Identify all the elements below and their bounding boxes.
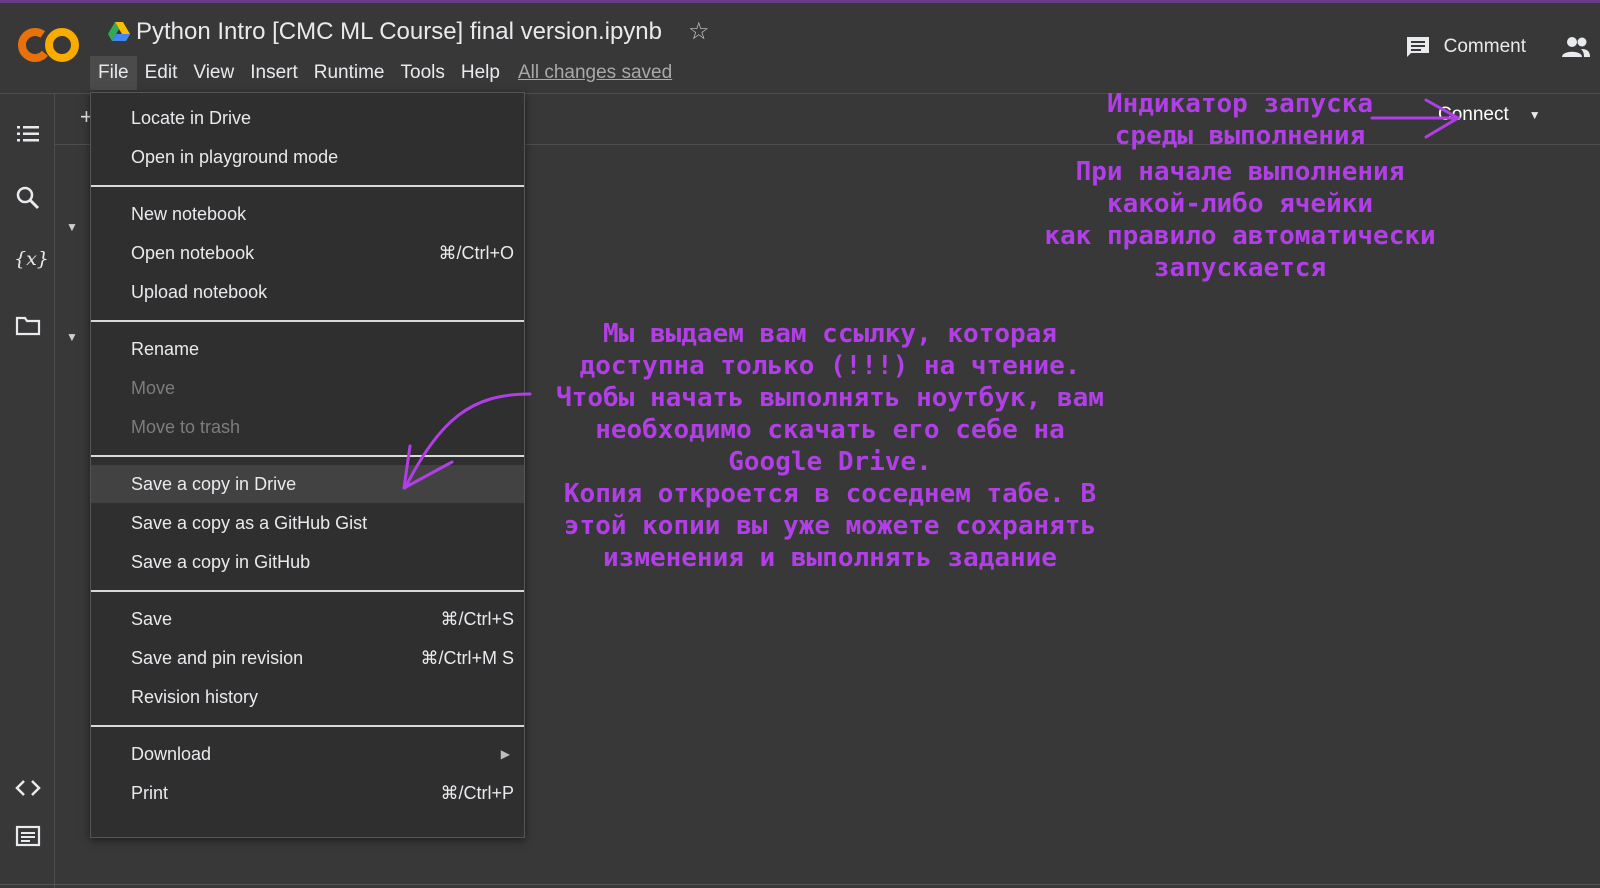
chevron-down-icon[interactable]: ▼ [1528, 108, 1541, 122]
menu-item-label: Move to trash [131, 416, 241, 437]
menu-separator [91, 320, 524, 322]
table-of-contents-icon[interactable] [15, 121, 41, 147]
submenu-arrow-icon: ▶ [500, 747, 510, 761]
menu-separator [91, 725, 524, 727]
menu-item-save-copy-gist[interactable]: Save a copy as a GitHub Gist [91, 504, 524, 542]
menu-item-download[interactable]: Download ▶ [91, 735, 524, 773]
search-icon[interactable] [15, 185, 41, 211]
menu-item-label: Open notebook [131, 242, 255, 263]
menu-item-revision-history[interactable]: Revision history [91, 678, 524, 716]
menu-item-shortcut: ⌘/Ctrl+M S [420, 647, 514, 668]
terminal-icon[interactable] [15, 823, 41, 849]
menu-item-upload-notebook[interactable]: Upload notebook [91, 273, 524, 311]
annotation-read-only-note: Мы выдаем вам ссылку, которая доступна т… [556, 319, 1104, 573]
menu-insert[interactable]: Insert [250, 62, 298, 83]
menu-item-save-copy-github[interactable]: Save a copy in GitHub [91, 543, 524, 581]
menu-item-save[interactable]: Save ⌘/Ctrl+S [91, 600, 524, 638]
connect-label: Connect [1438, 104, 1509, 125]
menu-item-label: Upload notebook [131, 281, 268, 302]
menu-separator [91, 590, 524, 592]
header-actions: Comment [1406, 30, 1600, 64]
annotation-auto-start: При начале выполнения какой-либо ячейки … [1044, 157, 1436, 283]
menu-item-save-pin-revision[interactable]: Save and pin revision ⌘/Ctrl+M S [91, 639, 524, 677]
header-divider [0, 93, 1600, 94]
menu-item-open-playground[interactable]: Open in playground mode [91, 138, 524, 176]
code-icon[interactable] [15, 775, 41, 801]
menu-item-locate-in-drive[interactable]: Locate in Drive [91, 99, 524, 137]
menu-item-open-notebook[interactable]: Open notebook ⌘/Ctrl+O [91, 234, 524, 272]
annotation-runtime-indicator: Индикатор запуска среды выполнения [1106, 89, 1374, 151]
top-accent-line [0, 0, 1600, 3]
add-code-icon[interactable]: + [80, 104, 93, 129]
menu-item-move-to-trash: Move to trash [91, 408, 524, 446]
bottom-border [0, 884, 1600, 885]
menu-item-label: Print [131, 782, 169, 803]
colab-logo[interactable] [18, 24, 80, 66]
title-row: Python Intro [CMC ML Course] final versi… [108, 14, 710, 50]
menubar: File Edit View Insert Runtime Tools Help… [90, 56, 672, 90]
file-menu: Locate in Drive Open in playground mode … [90, 92, 525, 838]
menu-file[interactable]: File [90, 56, 137, 90]
menu-edit[interactable]: Edit [144, 62, 178, 83]
folder-icon[interactable] [15, 313, 41, 339]
menu-item-shortcut: ⌘/Ctrl+P [440, 782, 514, 803]
menu-item-label: Open in playground mode [131, 146, 339, 167]
collapse-section-icon[interactable]: ▼ [66, 220, 78, 234]
variables-icon[interactable]: {x} [14, 248, 49, 270]
menu-item-move: Move [91, 369, 524, 407]
star-icon[interactable]: ☆ [688, 18, 710, 45]
menu-item-new-notebook[interactable]: New notebook [91, 195, 524, 233]
menu-item-save-copy-drive[interactable]: Save a copy in Drive [91, 465, 524, 503]
menu-item-rename[interactable]: Rename [91, 330, 524, 368]
menu-item-label: Save a copy in GitHub [131, 551, 311, 572]
drive-icon[interactable] [108, 22, 130, 42]
menu-item-shortcut: ⌘/Ctrl+O [438, 242, 514, 263]
collapse-section-icon[interactable]: ▼ [66, 330, 78, 344]
menu-item-label: Download [131, 743, 212, 764]
comment-label: Comment [1443, 36, 1526, 57]
menu-item-label: Move [131, 377, 176, 398]
menu-item-label: New notebook [131, 203, 247, 224]
menu-separator [91, 185, 524, 187]
menu-item-label: Save and pin revision [131, 647, 304, 668]
menu-item-label: Save a copy as a GitHub Gist [131, 512, 368, 533]
menu-item-label: Save a copy in Drive [131, 473, 297, 494]
menu-item-label: Rename [131, 338, 200, 359]
comment-icon [1406, 37, 1429, 57]
menu-view[interactable]: View [193, 62, 235, 83]
menu-help[interactable]: Help [460, 62, 500, 83]
menu-tools[interactable]: Tools [400, 62, 445, 83]
menu-item-print[interactable]: Print ⌘/Ctrl+P [91, 774, 524, 812]
menu-item-label: Locate in Drive [131, 107, 252, 128]
menu-separator [91, 455, 524, 457]
menu-item-label: Revision history [131, 686, 259, 707]
people-icon[interactable] [1562, 36, 1590, 58]
menu-item-shortcut: ⌘/Ctrl+S [440, 608, 514, 629]
menu-runtime[interactable]: Runtime [313, 62, 385, 83]
menu-item-label: Save [131, 608, 173, 629]
left-rail: {x} [0, 94, 55, 888]
connect-button[interactable]: Connect ▼ [1438, 104, 1541, 126]
save-status-link[interactable]: All changes saved [517, 62, 673, 83]
comment-button[interactable]: Comment [1406, 36, 1526, 58]
notebook-title[interactable]: Python Intro [CMC ML Course] final versi… [136, 18, 662, 45]
toolbar-divider [55, 144, 1600, 145]
